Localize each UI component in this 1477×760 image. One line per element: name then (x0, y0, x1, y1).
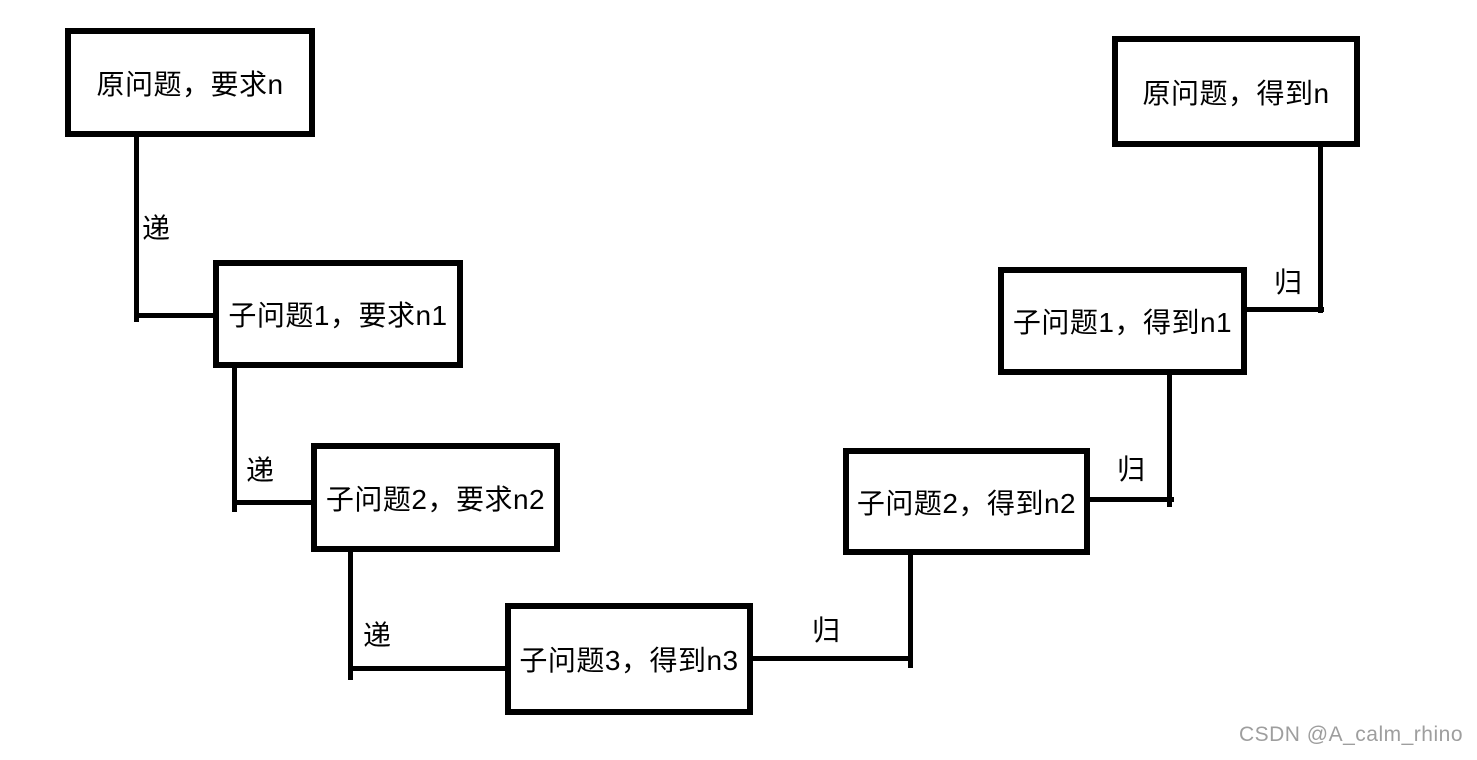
node-label: 子问题1，得到n1 (1012, 307, 1233, 338)
node-subproblem1-get-n1: 子问题1，得到n1 (998, 267, 1247, 375)
edge-return1-vertical-segment (908, 555, 913, 668)
node-label: 子问题2，要求n2 (325, 483, 546, 515)
node-label: 子问题1，要求n1 (228, 300, 448, 331)
edge-recurse2-vertical-segment (232, 368, 237, 512)
edge-return3-horizontal-segment (1245, 307, 1324, 312)
node-original-problem-require-n: 原问题，要求n (65, 28, 315, 137)
edge-return3-vertical-segment (1318, 147, 1323, 313)
node-label: 原问题，得到n (1142, 77, 1330, 109)
edge-label-recurse-2: 递 (246, 455, 275, 487)
node-subproblem2-require-n2: 子问题2，要求n2 (311, 443, 560, 552)
node-subproblem2-get-n2: 子问题2，得到n2 (843, 448, 1090, 555)
edge-label-return-3: 归 (1274, 267, 1303, 299)
node-label: 原问题，要求n (96, 68, 284, 100)
edge-label-return-1: 归 (812, 615, 841, 647)
node-original-problem-get-n: 原问题，得到n (1112, 36, 1360, 147)
watermark: CSDN @A_calm_rhino (1238, 723, 1463, 746)
node-label: 子问题3，得到n3 (519, 645, 739, 676)
edge-label-return-2: 归 (1117, 454, 1146, 486)
edge-recurse2-horizontal-segment (232, 500, 315, 505)
edge-return1-horizontal-segment (751, 656, 913, 661)
edge-label-recurse-3: 递 (363, 620, 392, 652)
edge-recurse3-horizontal-segment (348, 666, 508, 671)
edge-label-recurse-1: 递 (142, 213, 171, 245)
node-subproblem1-require-n1: 子问题1，要求n1 (213, 260, 463, 368)
node-label: 子问题2，得到n2 (856, 487, 1077, 519)
edge-recurse1-horizontal-segment (134, 313, 216, 318)
edge-recurse1-vertical-segment (134, 137, 139, 322)
edge-return2-horizontal-segment (1088, 497, 1174, 502)
edge-recurse3-vertical-segment (348, 552, 353, 680)
node-subproblem3-get-n3: 子问题3，得到n3 (505, 603, 753, 715)
edge-return2-vertical-segment (1167, 375, 1172, 507)
